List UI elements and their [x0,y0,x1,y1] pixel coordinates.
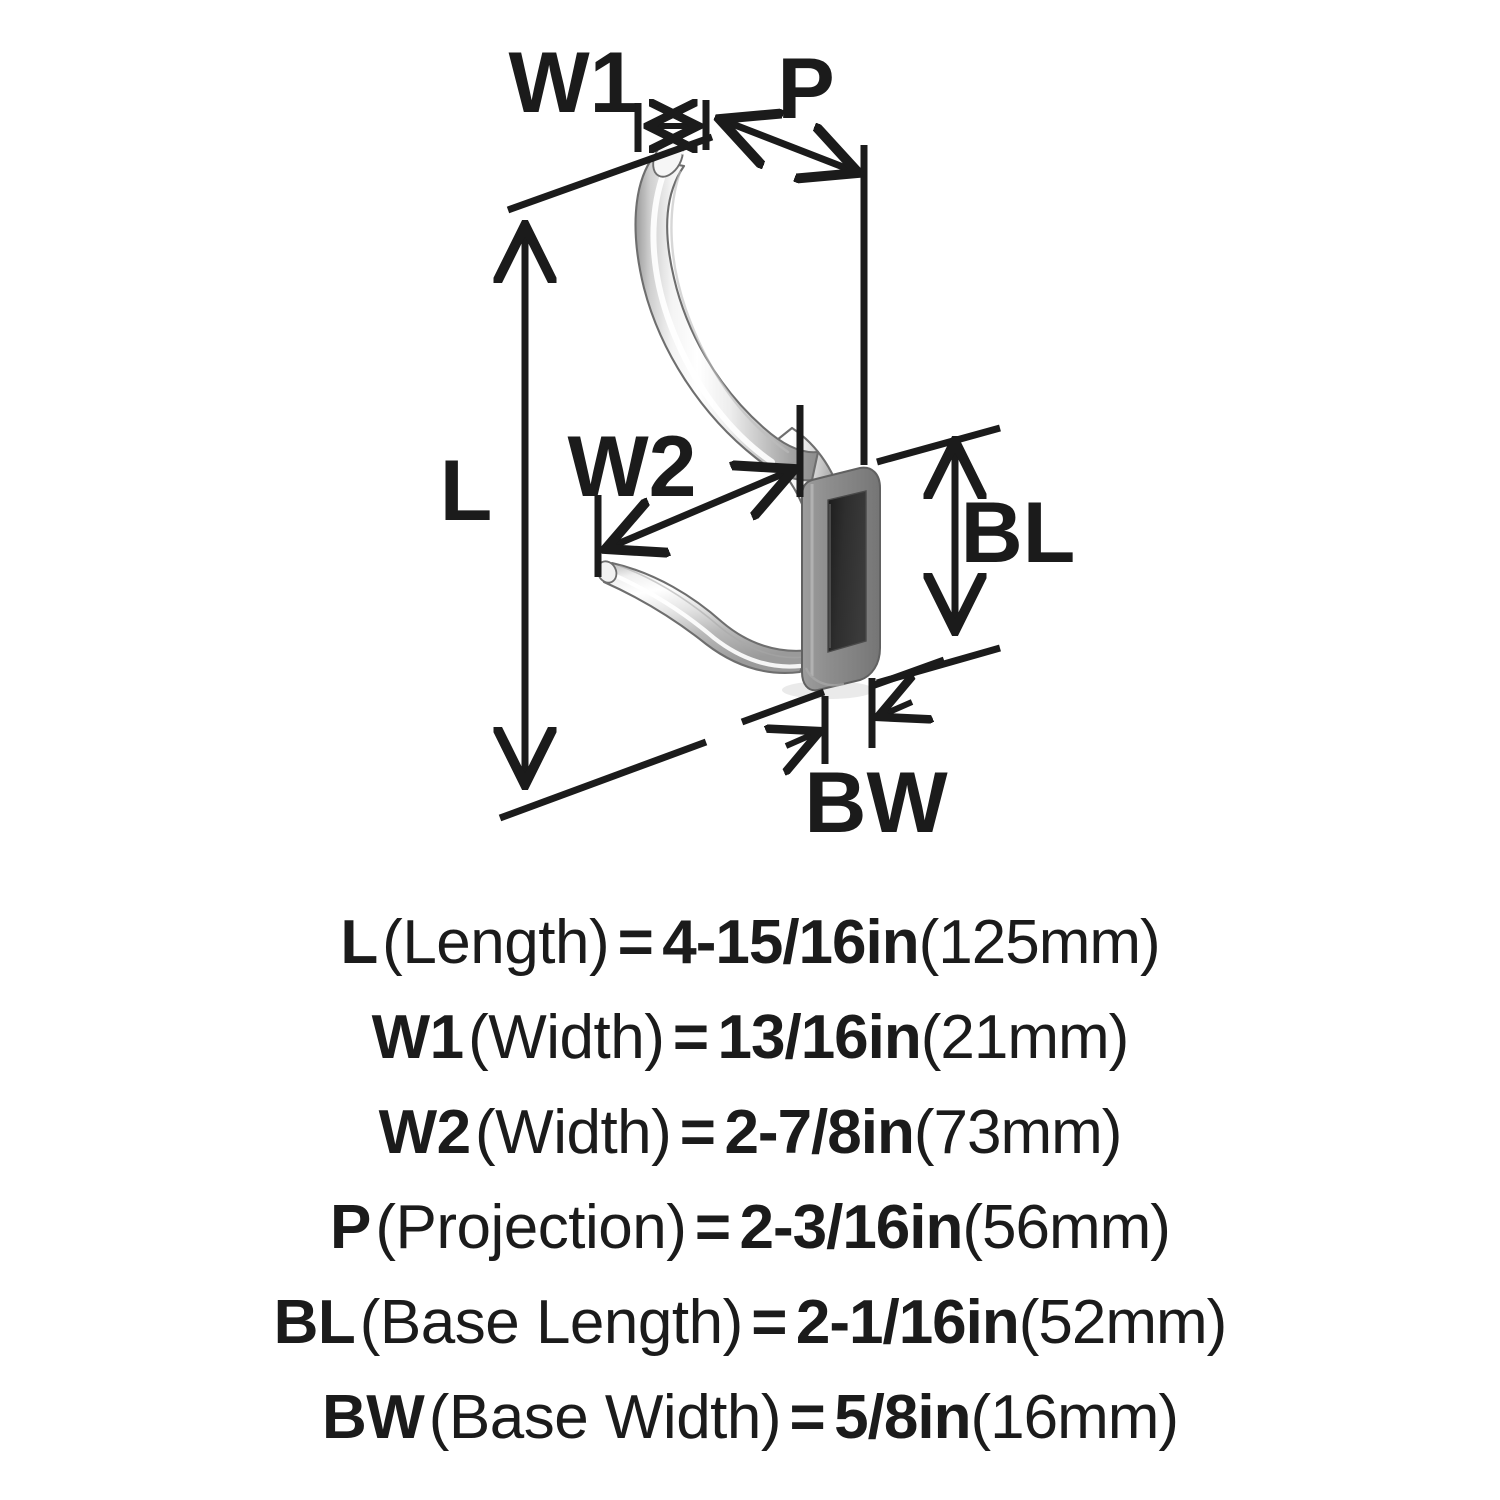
base-recess [827,490,867,653]
spec-code: W1 [371,1003,465,1072]
basewidth-arrow-left [786,732,818,746]
spec-row-base-length: BL (Base Length) = 2-1/16in(52mm) [273,1275,1228,1370]
spec-row-base-width: BW (Base Width) = 5/8in(16mm) [321,1370,1179,1465]
spec-code: P [330,1193,371,1262]
baselength-extension-top [876,424,1001,466]
basewidth-arrow-right [880,702,912,716]
length-extension-top [506,133,714,214]
label-basewidth: BW [804,755,948,851]
upper-prong-highlight [650,175,775,465]
spec-equals: = [694,1193,732,1262]
base-bottom-sheen [804,667,845,687]
spec-metric-value: (21mm) [920,1003,1130,1072]
spec-name: (Base Width) [428,1383,782,1452]
spec-imperial-value: 5/8in [834,1383,971,1452]
spec-imperial-value: 4-15/16in [662,908,919,977]
length-extension-bottom [498,738,708,822]
spec-row-width2: W2 (Width) = 2-7/8in(73mm) [378,1085,1123,1180]
spec-equals: = [751,1288,788,1357]
spec-imperial-value: 2-1/16in [795,1288,1020,1357]
spec-code: L [340,908,378,977]
label-projection: P [777,41,834,137]
spec-name: (Projection) [375,1193,687,1262]
basewidth-extension-right [870,656,946,690]
spec-equals: = [672,1003,710,1072]
spec-name: (Width) [468,1003,665,1072]
spec-code: BW [321,1383,425,1452]
spec-name: (Width) [475,1098,672,1167]
hook-illustration [596,138,881,699]
spec-metric-value: (52mm) [1018,1288,1228,1357]
spec-row-projection: P (Projection) = 2-3/16in(56mm) [330,1180,1171,1275]
spec-metric-value: (73mm) [913,1098,1123,1167]
spec-code: W2 [378,1098,472,1167]
spec-metric-value: (56mm) [962,1193,1171,1262]
label-width1: W1 [509,35,638,131]
spec-metric-value: (16mm) [970,1383,1179,1452]
label-length: L [440,443,493,539]
diagram-svg: L W1 P W2 BL BW [440,35,1076,851]
spec-row-width1: W1 (Width) = 13/16in(21mm) [371,990,1130,1085]
product-diagram: L W1 P W2 BL BW [440,35,1076,851]
spec-imperial-value: 13/16in [717,1003,922,1072]
label-width2: W2 [568,419,697,515]
spec-name: (Length) [382,908,610,977]
width2-dimension-arrow [608,470,792,548]
lower-prong-shade [619,565,805,659]
upper-prong-shade [670,170,790,454]
projection-dimension-arrow [722,120,856,172]
spec-imperial-value: 2-3/16in [739,1193,963,1262]
spec-equals: = [789,1383,826,1452]
spec-code: BL [273,1288,356,1357]
spec-row-length: L (Length) = 4-15/16in(125mm) [340,895,1161,990]
spec-imperial-value: 2-7/8in [724,1098,914,1167]
spec-name: (Base Length) [359,1288,743,1357]
lower-prong-highlight [611,572,803,669]
spec-metric-value: (125mm) [918,908,1161,977]
dimension-labels: L W1 P W2 BL BW [440,35,1076,851]
label-baselength: BL [961,485,1076,581]
dimension-lines [498,100,1001,822]
specification-list: L (Length) = 4-15/16in(125mm) W1 (Width)… [0,895,1500,1465]
spec-equals: = [679,1098,716,1167]
basewidth-extension-left [740,688,826,726]
spec-equals: = [617,908,654,977]
